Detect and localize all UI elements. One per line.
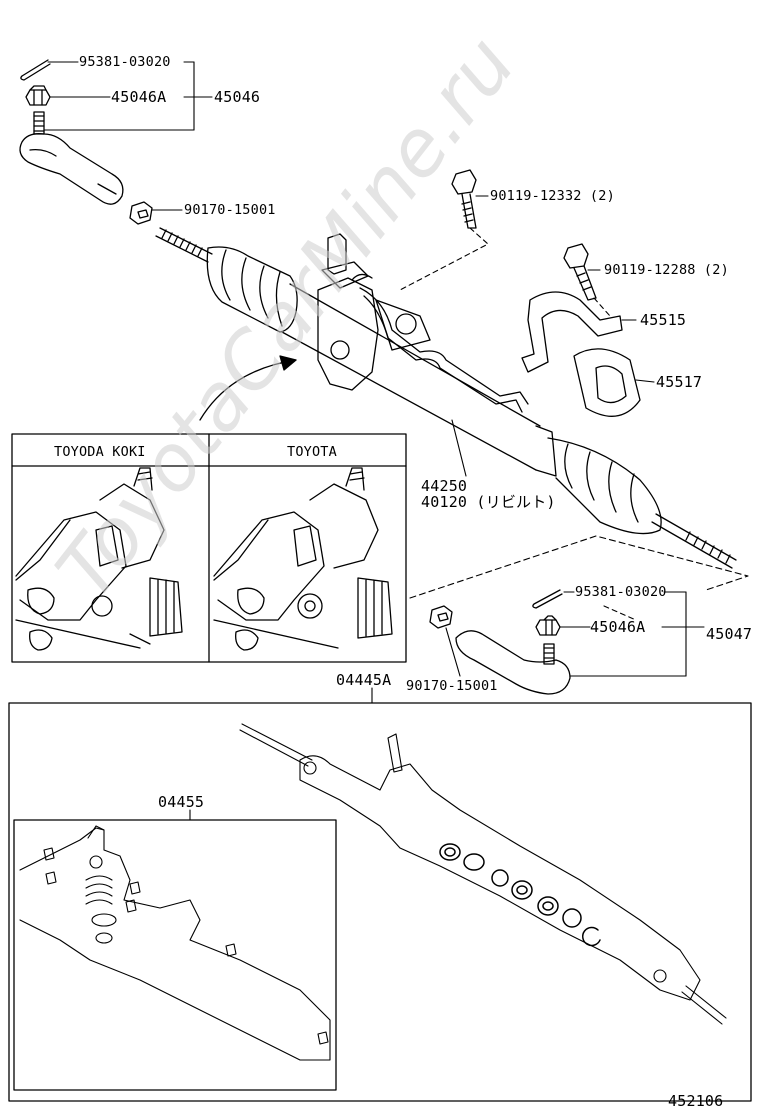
inset-panel	[11, 433, 407, 663]
detail-arrow	[199, 359, 297, 421]
nut-right	[429, 605, 453, 629]
nut-left	[129, 201, 153, 225]
label-nut-right-lower: 90170-15001	[406, 678, 498, 694]
gasket-kit-rack-outline	[239, 723, 727, 1025]
gasket-kit-box	[8, 702, 752, 1102]
inset-title-toyoda-koki: TOYODA KOKI	[54, 444, 146, 460]
diagram-code: 452106	[668, 1092, 724, 1110]
bracket	[521, 291, 623, 373]
label-cotter-pin-top: 95381-03020	[79, 54, 171, 70]
label-bolt-upper: 90119-12332 (2)	[490, 188, 615, 204]
label-bolt-lower: 90119-12288 (2)	[604, 262, 729, 278]
label-tie-rod-end-left: 45046	[214, 88, 261, 106]
label-nut-left: 90170-15001	[184, 202, 276, 218]
rack-gear-housing	[155, 227, 737, 569]
seal-kit-rack-outline	[19, 825, 331, 1061]
bolt-lower	[563, 243, 597, 301]
cotter-pin-top	[20, 59, 51, 81]
bolt-upper	[451, 169, 477, 229]
cotter-pin-right	[532, 589, 563, 609]
tie-rod-end-left	[19, 111, 124, 205]
toyoda-koki-valve-drawing	[15, 467, 183, 651]
toyota-valve-drawing	[213, 467, 393, 651]
label-cotter-pin-right: 95381-03020	[575, 584, 667, 600]
label-nut-top: 45046A	[111, 88, 167, 106]
castle-nut-right	[535, 615, 561, 636]
leader-lines	[43, 61, 749, 821]
label-tie-rod-end-right: 45047	[706, 625, 753, 643]
label-seal-kit: 04455	[158, 793, 205, 811]
label-gear-assy: 44250	[421, 477, 468, 495]
seal-kit-box	[13, 819, 337, 1091]
label-gasket-kit: 04445A	[336, 671, 392, 689]
label-bushing: 45517	[656, 373, 703, 391]
tie-rod-end-right	[455, 630, 571, 695]
label-gear-assy-rebuilt: 40120 (リビルト)	[421, 493, 556, 511]
castle-nut-top	[25, 85, 51, 106]
gasket-kit-seals	[439, 843, 601, 947]
bushing	[573, 348, 641, 417]
inset-title-toyota: TOYOTA	[287, 444, 337, 460]
label-nut-right: 45046A	[590, 618, 646, 636]
label-bracket: 45515	[640, 311, 687, 329]
